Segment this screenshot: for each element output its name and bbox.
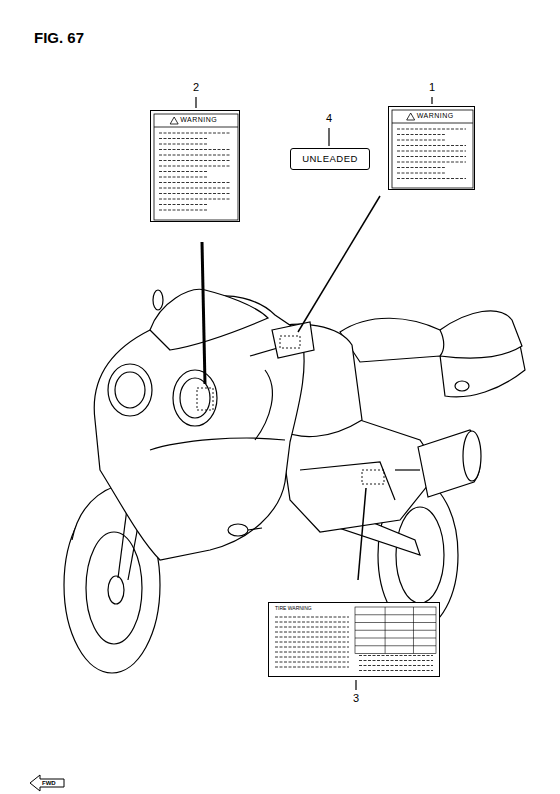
sticker-text: WARNING [417, 112, 454, 120]
sticker-print-lines [269, 603, 441, 678]
callout-number: 4 [326, 113, 332, 124]
sticker-text: UNLEADED [302, 154, 358, 164]
warning-sticker: WARNING [388, 106, 475, 190]
sticker-text: WARNING [180, 116, 217, 124]
sticker-text: TIRE WARNING [275, 606, 312, 612]
unleaded-sticker: UNLEADED [290, 148, 370, 170]
warning-sticker: WARNING [150, 110, 240, 222]
figure-title: FIG. 67 [34, 30, 84, 45]
forward-arrow-text: FWD [42, 780, 56, 786]
callout-number: 1 [429, 82, 435, 93]
callout-number: 2 [193, 82, 199, 93]
callout-number: 3 [353, 693, 359, 704]
tire-warning-sticker: TIRE WARNING [268, 602, 440, 677]
sticker-print-lines [151, 111, 241, 223]
